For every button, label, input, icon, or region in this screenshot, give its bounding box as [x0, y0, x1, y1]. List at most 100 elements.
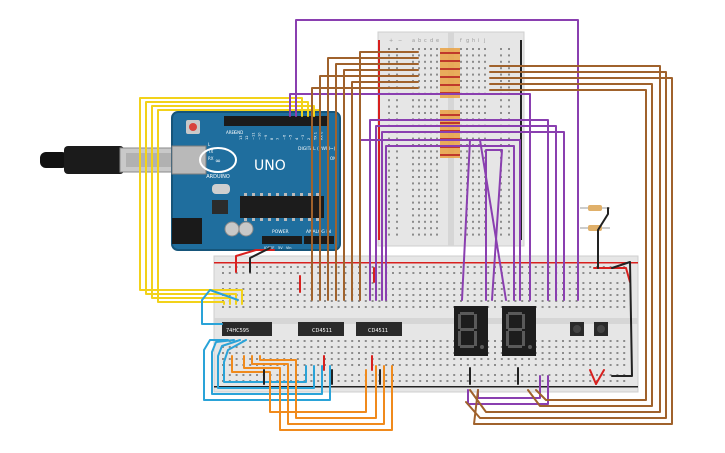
breadboard-hole[interactable] — [582, 352, 585, 354]
breadboard-hole[interactable] — [396, 54, 398, 57]
breadboard-hole[interactable] — [392, 358, 394, 360]
breadboard-hole[interactable] — [249, 364, 252, 366]
breadboard-hole[interactable] — [388, 182, 390, 185]
breadboard-hole[interactable] — [351, 364, 354, 366]
breadboard-hole[interactable] — [303, 272, 306, 274]
breadboard-hole[interactable] — [378, 358, 381, 360]
breadboard-hole[interactable] — [276, 374, 279, 376]
breadboard-hole[interactable] — [508, 214, 510, 217]
breadboard-hole[interactable] — [262, 352, 265, 354]
breadboard-hole[interactable] — [500, 67, 502, 70]
breadboard-hole[interactable] — [310, 380, 313, 382]
breadboard-hole[interactable] — [388, 60, 390, 63]
breadboard-hole[interactable] — [500, 288, 503, 290]
breadboard-hole[interactable] — [256, 358, 258, 360]
breadboard-hole[interactable] — [582, 294, 585, 296]
breadboard-hole[interactable] — [424, 54, 426, 57]
breadboard-hole[interactable] — [337, 352, 340, 354]
breadboard-hole[interactable] — [317, 300, 320, 302]
breadboard-hole[interactable] — [460, 374, 462, 376]
breadboard-hole[interactable] — [235, 358, 238, 360]
breadboard-hole[interactable] — [392, 306, 394, 308]
breadboard-hole[interactable] — [478, 105, 480, 108]
breadboard-hole[interactable] — [296, 272, 299, 274]
breadboard-hole[interactable] — [478, 163, 480, 166]
breadboard-hole[interactable] — [418, 54, 420, 57]
breadboard-hole[interactable] — [508, 80, 510, 82]
breadboard-hole[interactable] — [228, 358, 231, 360]
breadboard-hole[interactable] — [396, 208, 398, 210]
breadboard-hole[interactable] — [487, 352, 490, 354]
breadboard-hole[interactable] — [358, 364, 360, 366]
breadboard-hole[interactable] — [508, 195, 510, 198]
breadboard-hole[interactable] — [378, 346, 381, 348]
breadboard-hole[interactable] — [351, 352, 354, 354]
breadboard-hole[interactable] — [548, 346, 551, 348]
breadboard-hole[interactable] — [358, 346, 360, 348]
breadboard-hole[interactable] — [412, 112, 414, 114]
breadboard-hole[interactable] — [378, 352, 381, 354]
breadboard-hole[interactable] — [555, 300, 558, 302]
breadboard-hole[interactable] — [364, 306, 367, 308]
breadboard-hole[interactable] — [276, 282, 279, 284]
resistor-pullup-1[interactable] — [580, 205, 610, 211]
breadboard-hole[interactable] — [249, 358, 252, 360]
breadboard-hole[interactable] — [276, 266, 279, 268]
breadboard-hole[interactable] — [228, 346, 231, 348]
breadboard-hole[interactable] — [418, 182, 420, 185]
breadboard-hole[interactable] — [344, 340, 347, 342]
breadboard-hole[interactable] — [371, 346, 374, 348]
breadboard-hole[interactable] — [602, 358, 605, 360]
breadboard-hole[interactable] — [602, 288, 605, 290]
breadboard-hole[interactable] — [472, 201, 474, 204]
breadboard-hole[interactable] — [548, 340, 551, 342]
breadboard-hole[interactable] — [460, 163, 462, 166]
breadboard-hole[interactable] — [460, 112, 462, 114]
breadboard-hole[interactable] — [337, 374, 340, 376]
breadboard-hole[interactable] — [303, 294, 306, 296]
breadboard-hole[interactable] — [548, 272, 551, 274]
breadboard-hole[interactable] — [405, 358, 408, 360]
breadboard-hole[interactable] — [256, 282, 258, 284]
breadboard-hole[interactable] — [609, 282, 612, 284]
breadboard-hole[interactable] — [396, 150, 398, 153]
breadboard-hole[interactable] — [405, 294, 408, 296]
breadboard-hole[interactable] — [466, 80, 468, 82]
breadboard-hole[interactable] — [460, 99, 462, 102]
breadboard-hole[interactable] — [418, 195, 420, 198]
breadboard-hole[interactable] — [430, 214, 432, 217]
breadboard-hole[interactable] — [568, 288, 571, 290]
breadboard-hole[interactable] — [344, 294, 347, 296]
breadboard-hole[interactable] — [396, 233, 398, 236]
breadboard-hole[interactable] — [412, 294, 415, 296]
breadboard-hole[interactable] — [388, 195, 390, 198]
breadboard-hole[interactable] — [424, 86, 426, 89]
breadboard-hole[interactable] — [478, 48, 480, 50]
breadboard-hole[interactable] — [412, 105, 414, 108]
breadboard-hole[interactable] — [494, 358, 496, 360]
breadboard-hole[interactable] — [478, 188, 480, 191]
breadboard-hole[interactable] — [500, 227, 502, 230]
breadboard-hole[interactable] — [439, 272, 442, 274]
breadboard-hole[interactable] — [568, 352, 571, 354]
breadboard-hole[interactable] — [500, 137, 502, 140]
breadboard-hole[interactable] — [269, 340, 272, 342]
breadboard-hole[interactable] — [589, 288, 592, 290]
chip-cd4511-right[interactable]: CD4511 — [356, 322, 402, 336]
breadboard-hole[interactable] — [262, 272, 265, 274]
breadboard-hole[interactable] — [478, 214, 480, 217]
breadboard-hole[interactable] — [235, 272, 238, 274]
breadboard-hole[interactable] — [310, 358, 313, 360]
breadboard-hole[interactable] — [582, 300, 585, 302]
breadboard-hole[interactable] — [303, 340, 306, 342]
breadboard-hole[interactable] — [344, 346, 347, 348]
breadboard-hole[interactable] — [616, 352, 619, 354]
breadboard-hole[interactable] — [432, 352, 435, 354]
breadboard-hole[interactable] — [568, 364, 571, 366]
breadboard-hole[interactable] — [460, 220, 462, 223]
breadboard-hole[interactable] — [228, 364, 231, 366]
breadboard-hole[interactable] — [508, 99, 510, 102]
breadboard-hole[interactable] — [303, 358, 306, 360]
breadboard-hole[interactable] — [575, 300, 578, 302]
breadboard-hole[interactable] — [436, 48, 438, 50]
